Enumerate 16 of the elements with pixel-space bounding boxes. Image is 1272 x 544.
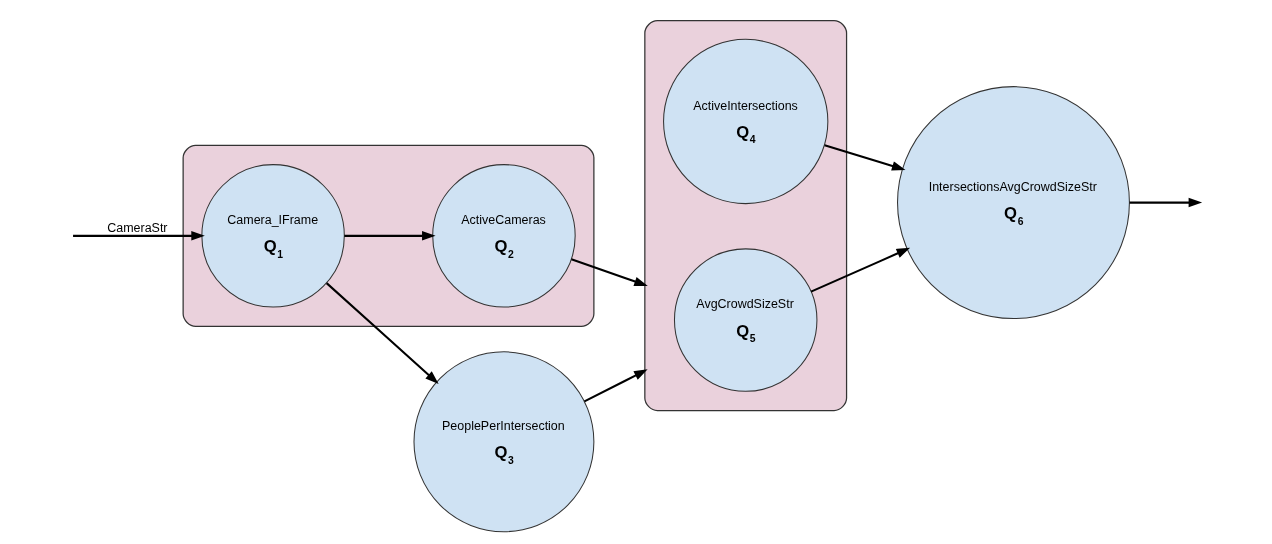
node-circle: ActiveCameras Q$_{2}$ xyxy=(432,164,576,308)
arrow xyxy=(73,231,205,241)
arrow xyxy=(325,282,439,384)
cluster xyxy=(182,144,595,327)
cluster xyxy=(644,20,848,412)
node-circle: Camera_IFrame Q$_{1}$ xyxy=(201,164,345,308)
node-circle: ActiveIntersections Q$_{4}$ xyxy=(663,38,829,205)
arrow xyxy=(571,258,648,287)
arrow xyxy=(810,247,911,293)
edge-label: CameraStr xyxy=(107,221,168,236)
arrow xyxy=(344,231,436,241)
arrow xyxy=(824,144,906,171)
node-circle: PeoplePerIntersection Q$_{3}$ xyxy=(413,351,595,533)
arrow xyxy=(584,369,648,403)
arrow xyxy=(1129,197,1203,208)
node-circle: AvgCrowdSizeStr Q$_{5}$ xyxy=(673,248,818,392)
